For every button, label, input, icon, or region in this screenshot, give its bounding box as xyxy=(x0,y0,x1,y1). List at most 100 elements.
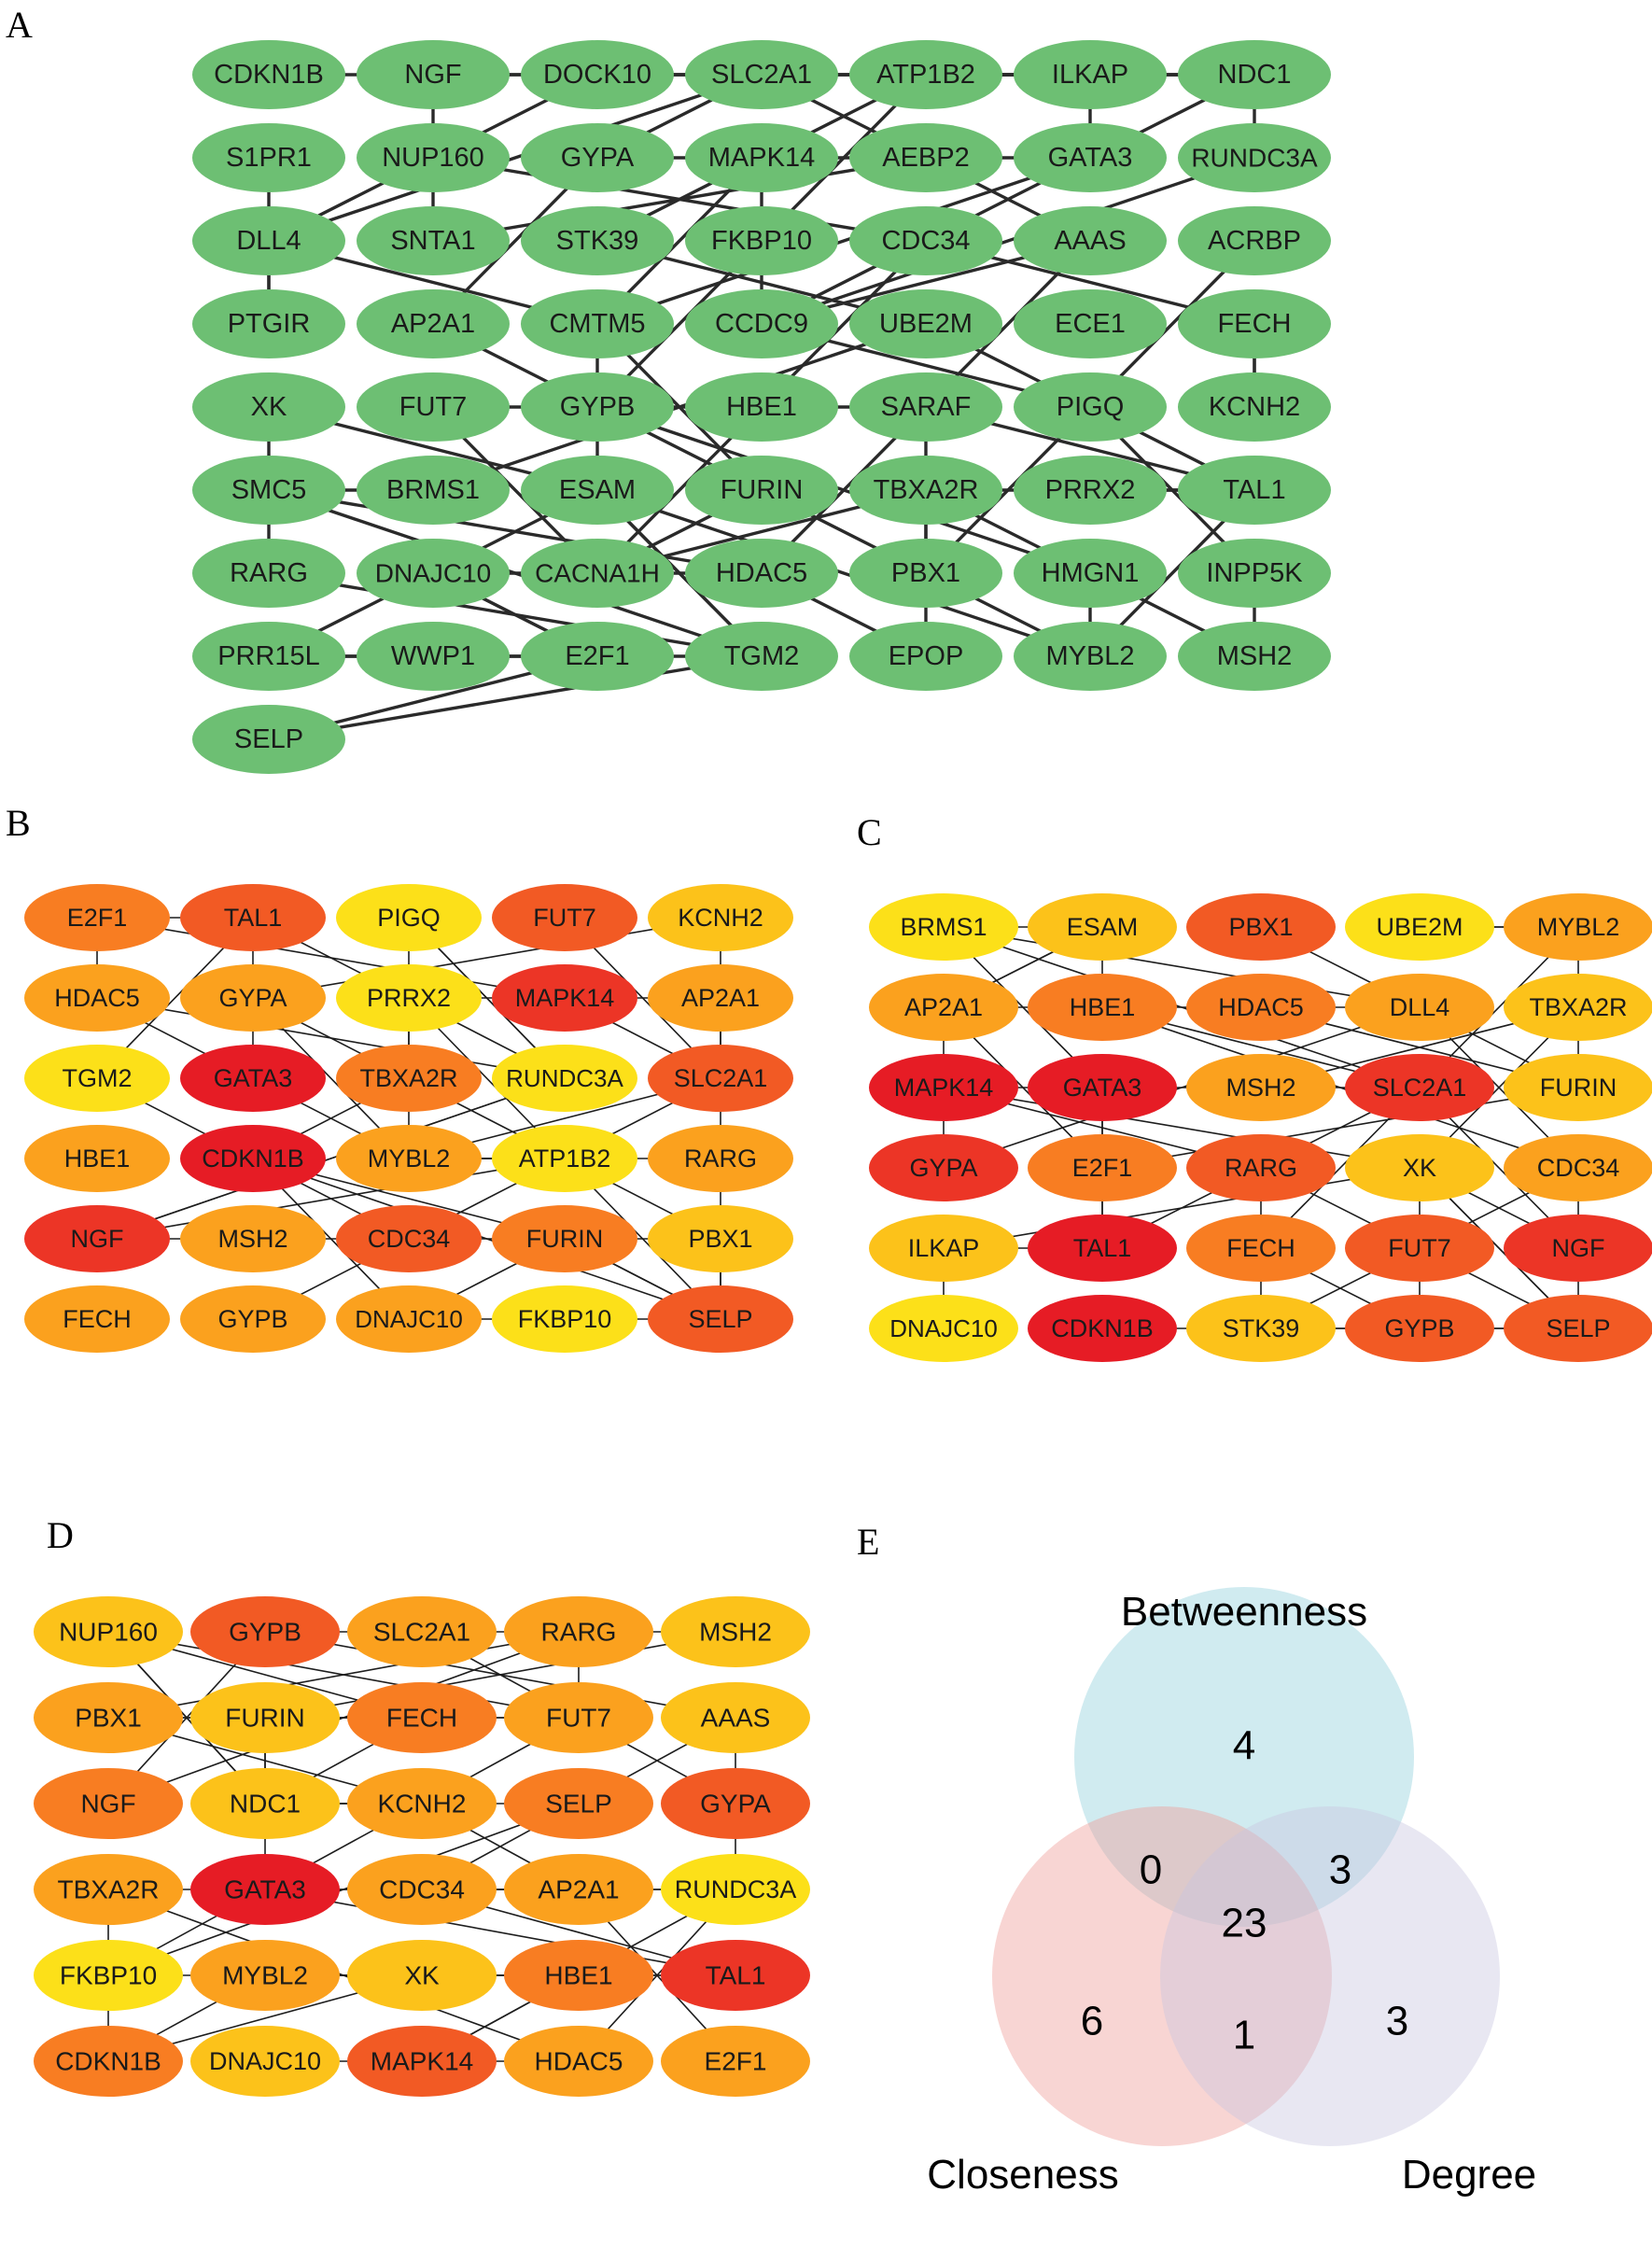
gene-label: FECH xyxy=(1218,309,1292,339)
gene-label: DNAJC10 xyxy=(375,559,491,588)
gene-node xyxy=(357,539,510,608)
gene-label: NUP160 xyxy=(59,1618,158,1647)
venn-count-closeness-degree: 1 xyxy=(1233,2013,1255,2058)
gene-label: HBE1 xyxy=(1070,993,1136,1021)
network-edge xyxy=(943,1087,1421,1169)
gene-node xyxy=(648,964,793,1032)
gene-label: AP2A1 xyxy=(391,309,475,339)
gene-label: SELP xyxy=(688,1305,752,1333)
gene-node xyxy=(1178,372,1331,442)
gene-node xyxy=(1014,206,1167,275)
gene-label: PIGQ xyxy=(377,904,441,932)
gene-label: MAPK14 xyxy=(515,984,615,1012)
gene-node xyxy=(192,539,345,608)
gene-label: CDC34 xyxy=(1537,1154,1620,1182)
venn-count-degree-only: 3 xyxy=(1386,1999,1408,2044)
gene-label: KCNH2 xyxy=(1209,392,1300,422)
network-edge xyxy=(943,926,1421,1008)
gene-label: TAL1 xyxy=(1223,475,1285,505)
gene-node xyxy=(192,705,345,774)
gene-node xyxy=(34,1682,183,1753)
gene-node xyxy=(336,964,482,1032)
gene-label: GATA3 xyxy=(214,1064,293,1092)
gene-label: TAL1 xyxy=(1073,1234,1132,1262)
gene-label: MAPK14 xyxy=(708,143,815,173)
gene-label: SELP xyxy=(545,1790,612,1819)
venn-circle-betweenness xyxy=(1074,1587,1414,1927)
gene-label: MYBL2 xyxy=(1537,913,1620,941)
gene-node xyxy=(849,456,1002,525)
gene-node xyxy=(192,456,345,525)
gene-label: FKBP10 xyxy=(60,1961,157,1990)
gene-label: FUT7 xyxy=(399,392,468,422)
gene-label: PBX1 xyxy=(75,1704,142,1733)
gene-label: GATA3 xyxy=(1048,143,1133,173)
gene-node xyxy=(1504,893,1652,961)
gene-label: PRR15L xyxy=(217,641,320,671)
gene-node xyxy=(504,2026,653,2097)
gene-node xyxy=(1014,622,1167,691)
gene-label: GYPB xyxy=(1384,1314,1454,1342)
gene-node xyxy=(849,622,1002,691)
gene-node xyxy=(190,1682,340,1753)
gene-node xyxy=(34,1768,183,1839)
gene-label: PRRX2 xyxy=(1045,475,1136,505)
gene-label: GYPA xyxy=(218,984,287,1012)
gene-label: MAPK14 xyxy=(894,1074,994,1102)
gene-label: MAPK14 xyxy=(371,2047,474,2076)
gene-node xyxy=(849,123,1002,192)
gene-label: SLC2A1 xyxy=(373,1618,470,1647)
gene-node xyxy=(180,884,326,951)
gene-node xyxy=(190,1768,340,1839)
gene-label: GYPB xyxy=(217,1305,287,1333)
gene-label: BRMS1 xyxy=(900,913,987,941)
gene-label: SELP xyxy=(234,724,303,754)
gene-node xyxy=(1014,123,1167,192)
gene-node xyxy=(1178,206,1331,275)
gene-node xyxy=(504,1768,653,1839)
gene-node xyxy=(34,1596,183,1667)
gene-node xyxy=(521,456,674,525)
gene-node xyxy=(24,884,170,951)
gene-node xyxy=(192,40,345,109)
gene-node xyxy=(849,40,1002,109)
gene-node xyxy=(336,1285,482,1353)
gene-label: AAAS xyxy=(1054,226,1126,256)
network-edge xyxy=(96,997,566,1079)
gene-label: FKBP10 xyxy=(711,226,812,256)
gene-label: BRMS1 xyxy=(386,475,480,505)
gene-node xyxy=(1178,539,1331,608)
gene-node xyxy=(661,1596,810,1667)
gene-label: CACNA1H xyxy=(535,559,660,588)
gene-node xyxy=(1014,289,1167,358)
gene-label: KCNH2 xyxy=(378,1790,467,1819)
gene-node xyxy=(192,372,345,442)
gene-label: MSH2 xyxy=(1225,1074,1295,1102)
venn-count-closeness-only: 6 xyxy=(1081,1999,1103,2044)
gene-node xyxy=(492,1285,637,1353)
gene-label: FKBP10 xyxy=(518,1305,612,1333)
gene-node xyxy=(347,1682,497,1753)
gene-label: MSH2 xyxy=(1217,641,1293,671)
gene-node xyxy=(336,1125,482,1192)
gene-node xyxy=(347,1940,497,2011)
gene-node xyxy=(685,539,838,608)
gene-node xyxy=(661,2026,810,2097)
gene-node xyxy=(192,206,345,275)
gene-node xyxy=(521,539,674,608)
gene-label: ECE1 xyxy=(1055,309,1126,339)
venn-count-all-three: 23 xyxy=(1222,1901,1267,1946)
network-edge xyxy=(268,488,763,658)
gene-node xyxy=(1186,1134,1336,1201)
venn-circle-degree xyxy=(1160,1806,1500,2146)
panel-letter-d: D xyxy=(47,1514,74,1556)
gene-node xyxy=(190,2026,340,2097)
gene-label: DLL4 xyxy=(236,226,301,256)
gene-node xyxy=(1014,372,1167,442)
network-edge xyxy=(268,654,763,741)
gene-node xyxy=(849,372,1002,442)
gene-node xyxy=(1186,1215,1336,1282)
